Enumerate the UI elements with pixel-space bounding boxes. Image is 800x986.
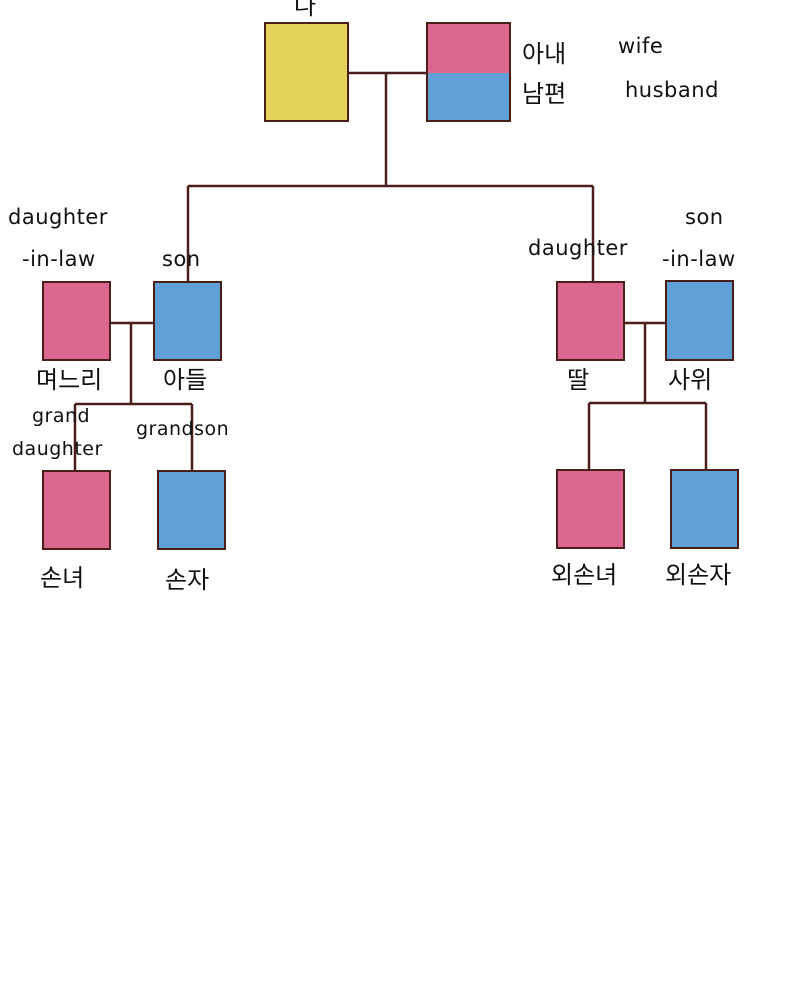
son-ko-label: 아들 <box>163 366 208 394</box>
wife-en-label: wife <box>618 34 664 58</box>
granddaughter-en-label-1: grand <box>32 405 91 427</box>
daughter-in-law-ko-label: 며느리 <box>36 366 103 394</box>
son-in-law-box <box>665 280 734 361</box>
grandson-ko-label: 손자 <box>165 566 210 594</box>
maternal-grandson-box <box>670 469 739 549</box>
self-label: 나 <box>294 0 317 20</box>
husband-en-label: husband <box>625 78 719 102</box>
grandson-en-label: grandson <box>136 418 230 440</box>
maternal-granddaughter-ko-label: 외손녀 <box>551 561 618 589</box>
grandson-box <box>157 470 226 550</box>
self-box <box>264 22 349 122</box>
daughter-in-law-en-label-2: -in-law <box>22 247 96 271</box>
son-in-law-en-label-2: -in-law <box>662 247 736 271</box>
son-in-law-ko-label: 사위 <box>668 366 713 394</box>
granddaughter-box <box>42 470 111 550</box>
son-in-law-en-label-1: son <box>685 205 724 229</box>
husband-ko-label: 남편 <box>522 80 567 108</box>
daughter-in-law-en-label-1: daughter <box>8 205 108 229</box>
daughter-ko-label: 딸 <box>567 366 590 394</box>
daughter-box <box>556 281 625 361</box>
wife-ko-label: 아내 <box>522 40 567 68</box>
maternal-grandson-ko-label: 외손자 <box>665 561 732 589</box>
maternal-granddaughter-box <box>556 469 625 549</box>
son-en-label: son <box>162 247 201 271</box>
daughter-in-law-box <box>42 281 111 361</box>
granddaughter-en-label-2: daughter <box>12 438 103 460</box>
spouse-box <box>426 22 511 122</box>
daughter-en-label: daughter <box>528 236 628 260</box>
granddaughter-ko-label: 손녀 <box>40 564 85 592</box>
son-box <box>153 281 222 361</box>
